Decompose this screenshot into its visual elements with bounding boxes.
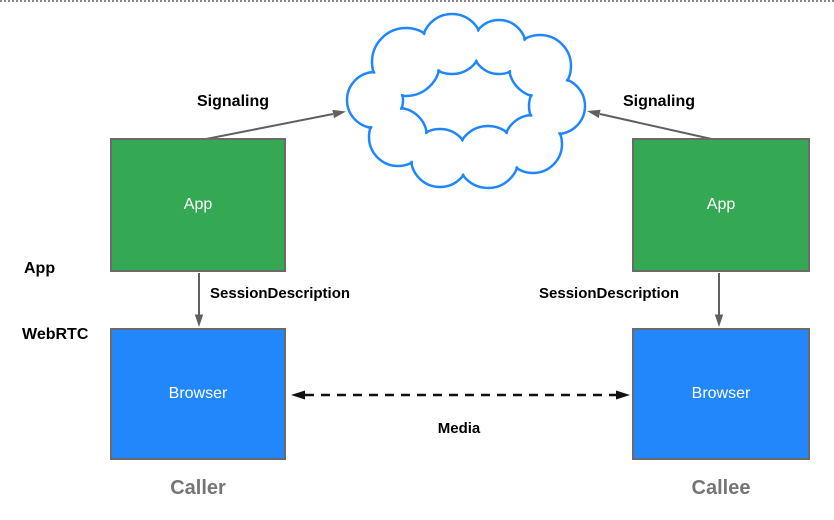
session-description-arrow-left	[194, 273, 204, 327]
app-node-caller: App	[110, 138, 286, 272]
browser-node-caller: Browser	[110, 328, 286, 460]
app-layer-label: App	[24, 260, 56, 277]
app-node-callee: App	[632, 138, 810, 272]
browser-node-callee: Browser	[632, 328, 810, 460]
app-node-caller-label: App	[183, 196, 213, 213]
signaling-arrow-left	[200, 109, 346, 141]
browser-node-callee-label: Browser	[691, 385, 751, 402]
callee-label: Callee	[691, 477, 751, 499]
app-node-callee-label: App	[706, 196, 736, 213]
media-label: Media	[437, 420, 481, 437]
signaling-label-left: Signaling	[197, 93, 269, 110]
signaling-arrow-right	[587, 109, 717, 141]
caller-label: Caller	[170, 477, 226, 499]
webrtc-layer-label: WebRTC	[22, 326, 89, 343]
cloud-icon	[345, 12, 587, 190]
layer-divider	[0, 0, 834, 2]
browser-node-caller-label: Browser	[168, 385, 228, 402]
media-arrow	[291, 390, 630, 400]
session-description-label-right: SessionDescription	[539, 285, 680, 302]
signaling-label-right: Signaling	[623, 93, 695, 110]
session-description-arrow-right	[714, 273, 724, 327]
session-description-label-left: SessionDescription	[210, 285, 351, 302]
